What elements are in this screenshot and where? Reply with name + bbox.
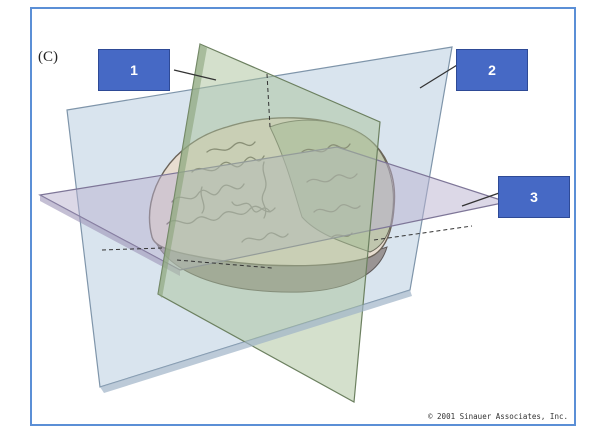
callout-3-leader bbox=[461, 191, 503, 207]
callout-3: 3 bbox=[498, 176, 570, 218]
panel-label: (C) bbox=[38, 49, 58, 65]
coronal-plane-front bbox=[100, 290, 412, 393]
callout-1: 1 bbox=[98, 49, 170, 91]
copyright-credit: © 2001 Sinauer Associates, Inc. bbox=[428, 412, 568, 421]
horizontal-plane-edge bbox=[40, 195, 180, 276]
callout-2-leader bbox=[419, 61, 463, 89]
intersection-lines bbox=[101, 73, 473, 269]
sagittal-plane-edge bbox=[158, 44, 207, 298]
callout-1-leader bbox=[173, 69, 217, 81]
brain-planes-illustration bbox=[38, 43, 510, 403]
figure-frame: (C) © 2001 Sinauer Associates, Inc. 1 2 … bbox=[30, 7, 576, 426]
callout-2: 2 bbox=[456, 49, 528, 91]
